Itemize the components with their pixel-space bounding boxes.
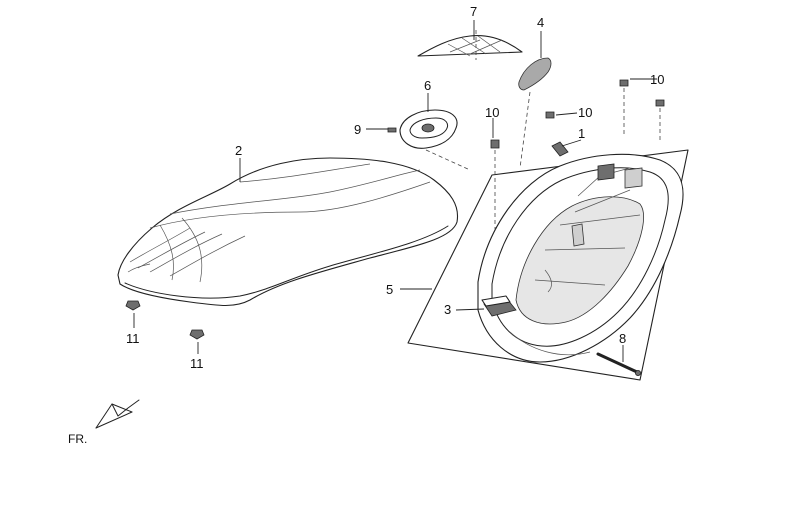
callout-labels: 1 2 3 4 5 6 7 8 9 10 10 10 11 11: [126, 4, 664, 371]
bolt-part-10a[interactable]: [490, 139, 500, 149]
callout-10a: 10: [650, 72, 664, 87]
front-direction-label: FR.: [68, 432, 87, 446]
bolt-part-10c[interactable]: [619, 79, 629, 87]
callout-6: 6: [424, 78, 431, 93]
bolt-part-10b[interactable]: [545, 111, 555, 119]
panel-part-7[interactable]: [417, 35, 523, 57]
rod-part-8[interactable]: [596, 352, 642, 376]
front-direction-indicator: FR.: [68, 399, 140, 446]
switch-part-1[interactable]: [551, 141, 569, 157]
pad-part-4[interactable]: [518, 57, 552, 91]
bolt-part-10d[interactable]: [655, 99, 665, 107]
callout-11b: 11: [190, 356, 204, 371]
callout-8: 8: [619, 331, 626, 346]
seat-part[interactable]: [117, 157, 459, 307]
callout-1: 1: [578, 126, 585, 141]
callout-7: 7: [470, 4, 477, 19]
leader-lines: [133, 20, 657, 362]
callout-10c: 10: [485, 105, 499, 120]
callout-4: 4: [537, 15, 544, 30]
callout-5: 5: [386, 282, 393, 297]
lock-cover-part[interactable]: [399, 109, 458, 149]
callout-10b: 10: [578, 105, 592, 120]
callout-9: 9: [354, 122, 361, 137]
callout-3: 3: [444, 302, 451, 317]
luggage-box-part[interactable]: [407, 149, 689, 381]
screw-part-9[interactable]: [387, 127, 397, 133]
callout-11a: 11: [126, 331, 140, 346]
callout-2: 2: [235, 143, 242, 158]
assembly-guide-lines: [425, 30, 661, 230]
bolt-part-11a[interactable]: [125, 300, 141, 311]
bolt-part-11b[interactable]: [189, 329, 205, 340]
